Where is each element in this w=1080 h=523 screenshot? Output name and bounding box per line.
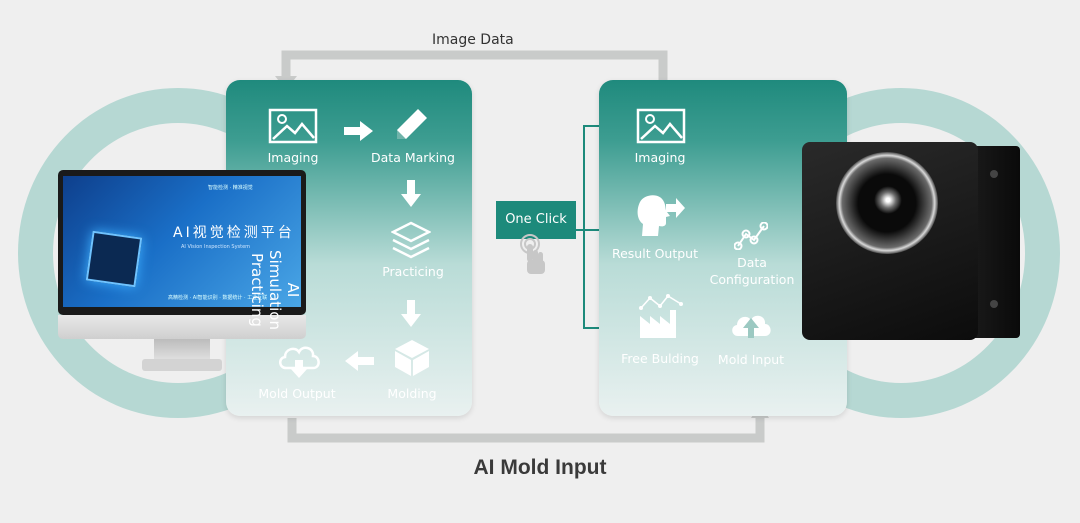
camera-lens-glare [874,186,902,214]
bottom-flow-line [287,412,765,443]
camera-screw-bottom [990,300,998,308]
monitor-neck [154,339,210,359]
screen-subtitle: AI Vision Inspection System [181,244,251,250]
screen-title: AI视觉检测平台 [173,225,295,241]
network-icon [734,222,768,250]
monitor: 智能检测 · 精准视觉 AI视觉检测平台 AI Vision Inspectio… [58,170,306,374]
arrow-right-icon [344,121,373,141]
right-step-mold-input-label: Mold Input [717,352,785,367]
step-mold-output-label: Mold Output [258,386,336,401]
camera-screw-top [990,170,998,178]
cloud-upload-icon [732,315,771,338]
right-step-configuration-label: Configuration [709,272,795,287]
monitor-chin [58,315,306,339]
monitor-screen: 智能检测 · 精准视觉 AI视觉检测平台 AI Vision Inspectio… [63,176,301,307]
right-step-imaging-label: Imaging [634,150,686,165]
factory-icon [639,294,683,338]
right-step-result-output-label: Result Output [611,246,699,261]
step-molding-label: Molding [387,386,437,401]
cloud-download-icon [279,346,320,378]
touch-hand-icon [520,234,545,274]
screen-footer: 高精检测 · AI智能识别 · 数据统计 · 工业互联 [168,295,268,301]
industrial-camera [800,140,1022,342]
cube-icon [395,340,429,376]
page-title: AI Mold Input [473,456,607,479]
pencil-icon [397,109,427,139]
step-data-marking-label: Data Marking [371,150,455,165]
image-icon [636,108,686,144]
step-practicing-label: Practicing [382,264,444,279]
image-icon [268,108,318,144]
right-step-free-bulding-label: Free Bulding [621,351,699,366]
step-imaging-label: Imaging [267,150,319,165]
screen-logo: 智能检测 · 精准视觉 [208,185,253,191]
arrow-down-icon [401,180,421,207]
head-arrow-icon [637,195,685,236]
monitor-stand [142,359,222,371]
right-step-data-label: Data [737,255,767,270]
arrow-left-icon [345,351,374,371]
layers-icon [391,221,431,259]
top-flow-line [281,50,668,82]
arrow-down-icon [401,300,421,327]
one-click-button[interactable]: One Click [496,201,576,239]
image-data-label: Image Data [432,32,514,48]
